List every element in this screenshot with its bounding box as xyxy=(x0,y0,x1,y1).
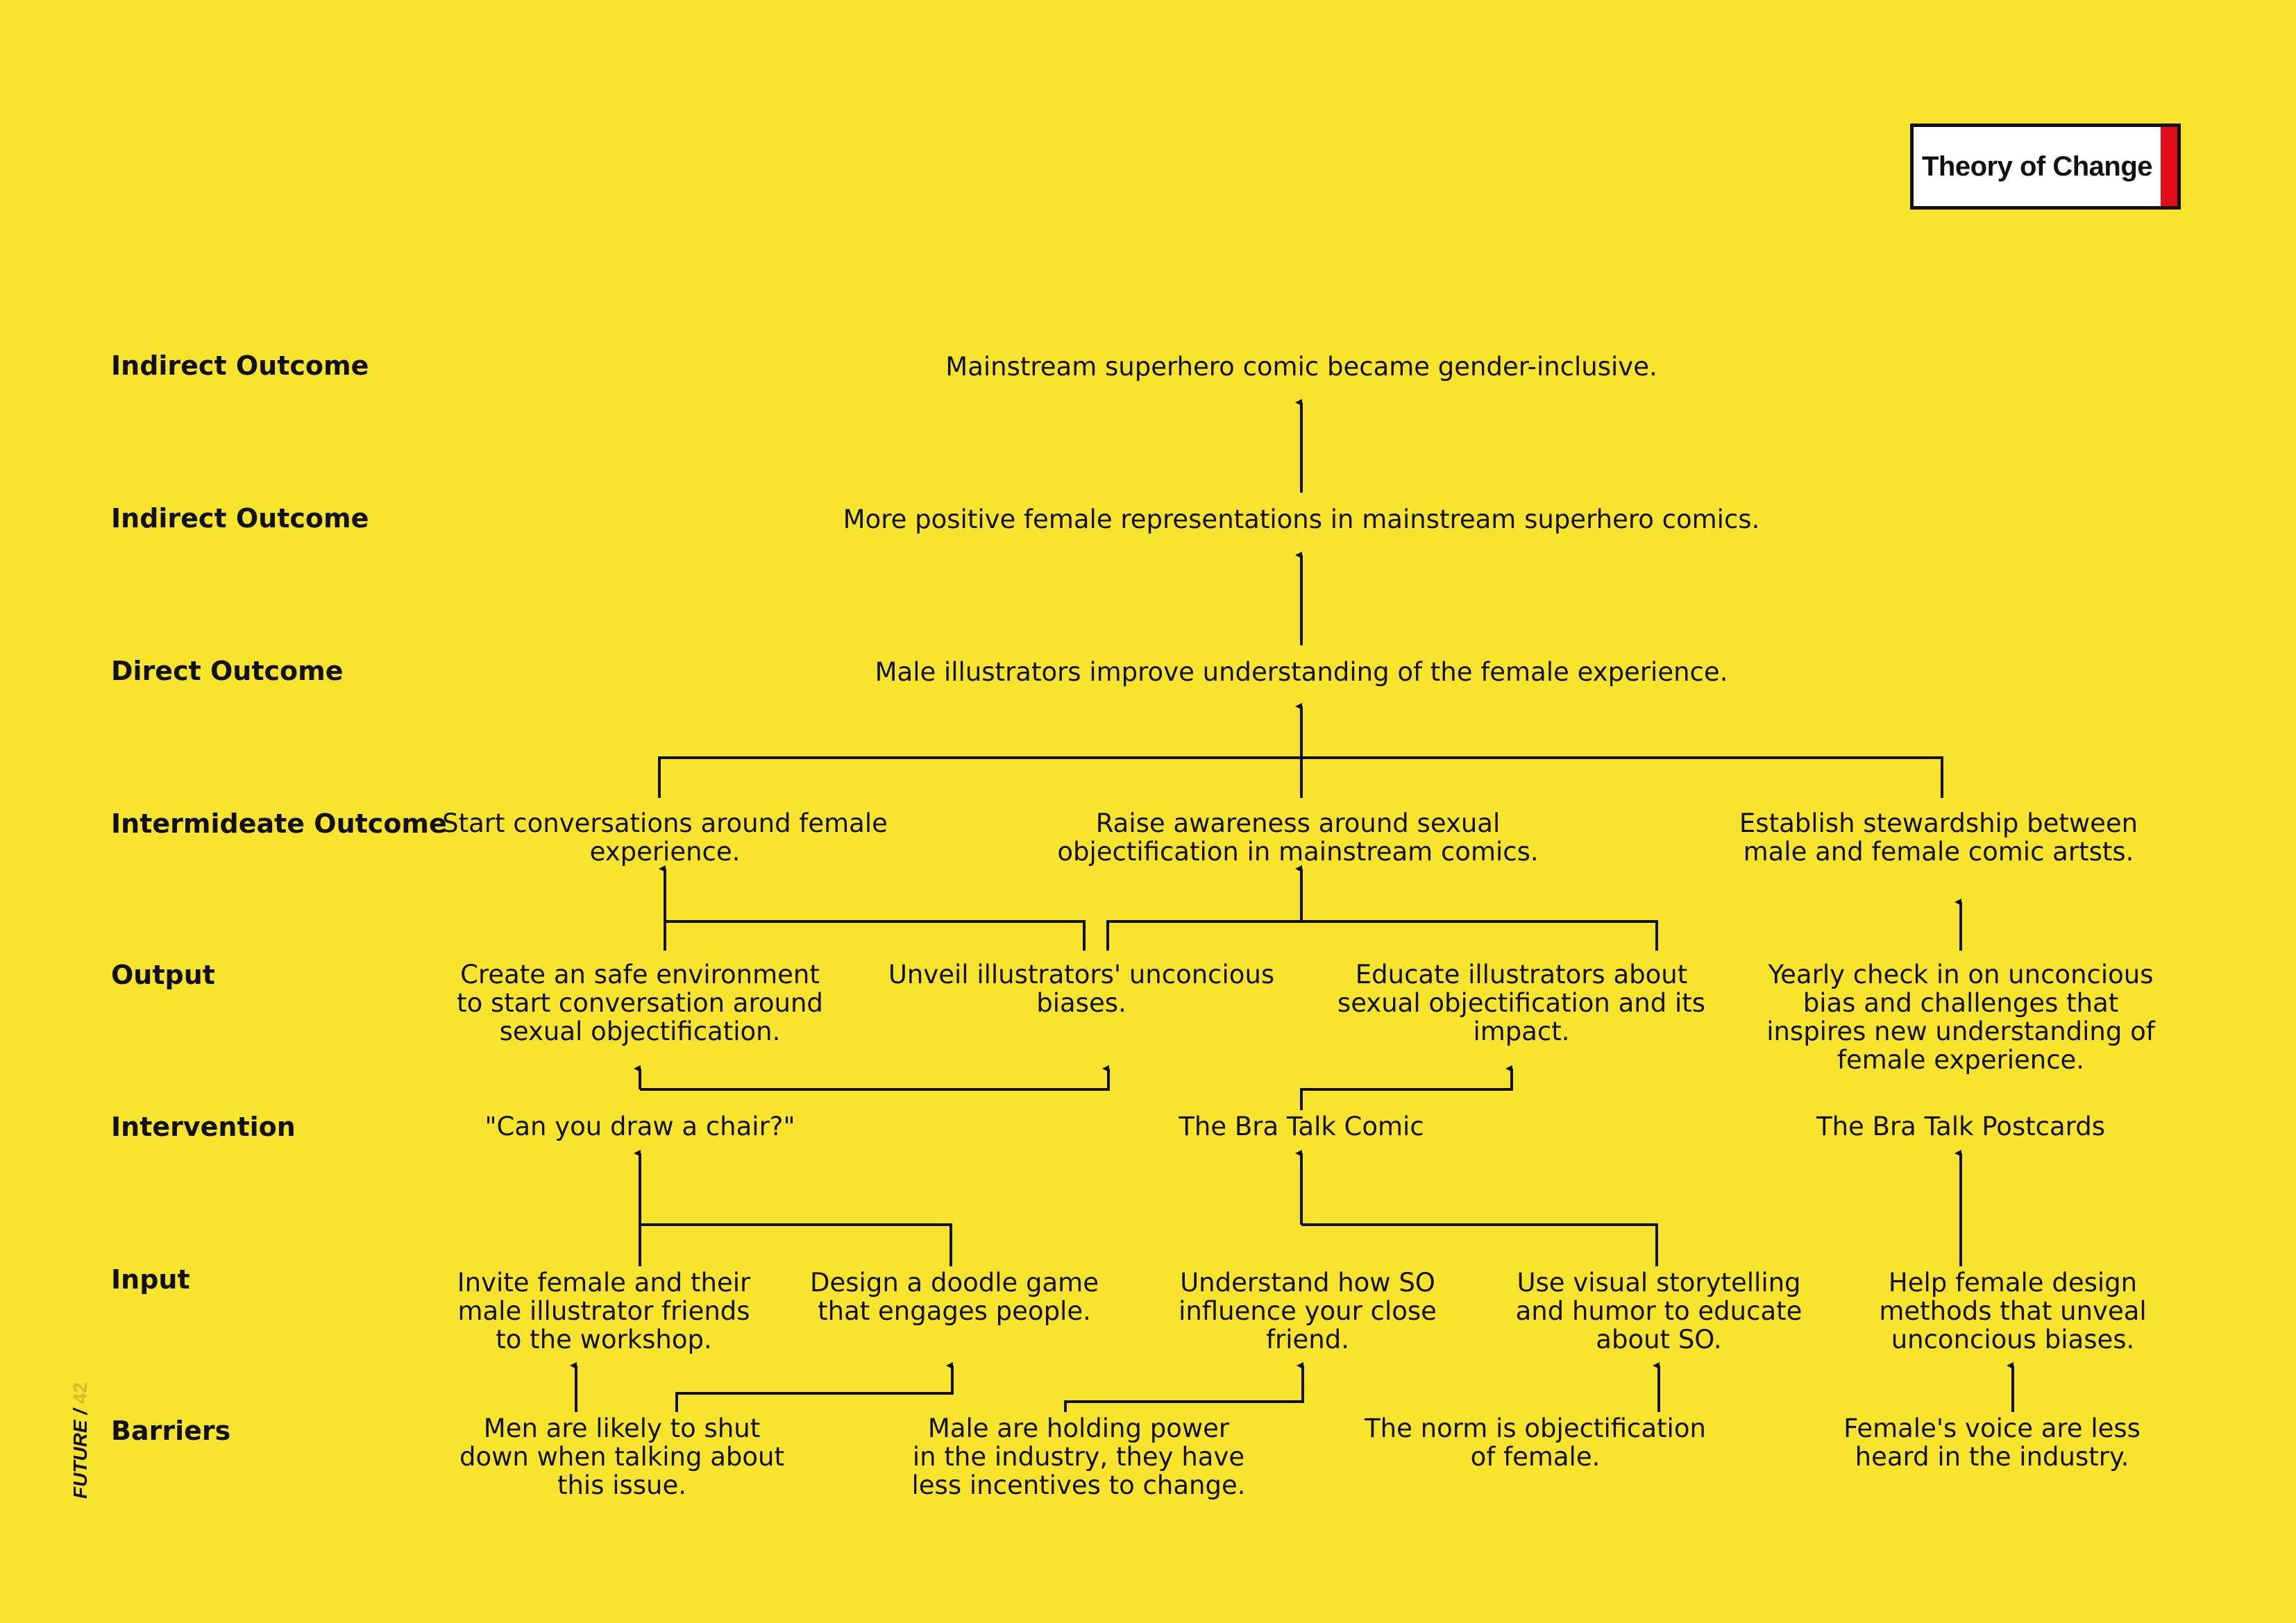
theory-of-change-badge: Theory of Change xyxy=(1910,124,2181,210)
bracket-input-to-intervention1 xyxy=(639,1223,952,1266)
row-label-indirect-outcome-2: Indirect Outcome xyxy=(111,350,369,381)
node-output-3: Educate illustrators about sexual object… xyxy=(1337,960,1706,1046)
row-label-intermediate-outcome: Intermideate Outcome xyxy=(111,808,447,839)
node-intervention-2: The Bra Talk Comic xyxy=(1179,1112,1424,1141)
node-input-5: Help female design methods that unveal u… xyxy=(1879,1268,2147,1354)
node-barrier-3: The norm is objectification of female. xyxy=(1365,1413,1706,1472)
node-direct-outcome: Male illustrators improve understanding … xyxy=(875,657,1728,687)
bracket-output-to-intermediate1 xyxy=(664,920,1086,951)
node-intermediate-2: Raise awareness around sexual objectific… xyxy=(1057,808,1539,867)
row-label-intervention: Intervention xyxy=(111,1112,296,1142)
node-output-4: Yearly check in on unconcious bias and c… xyxy=(1766,960,2155,1075)
arrow-intervention1-to-output2 xyxy=(640,1065,1110,1091)
bracket-input-to-intervention2 xyxy=(1301,1223,1658,1266)
node-barrier-4: Female's voice are less heard in the ind… xyxy=(1843,1413,2141,1472)
node-intermediate-1: Start conversations around female experi… xyxy=(442,808,888,867)
node-intermediate-3: Establish stewardship between male and f… xyxy=(1739,808,2138,867)
node-intervention-1: "Can you draw a chair?" xyxy=(484,1112,795,1141)
node-indirect-outcome-2: Mainstream superhero comic became gender… xyxy=(945,352,1657,382)
footer-page-number: 42 xyxy=(69,1382,91,1404)
row-label-direct-outcome: Direct Outcome xyxy=(111,656,344,686)
node-barrier-2: Male are holding power in the industry, … xyxy=(911,1413,1246,1500)
node-intervention-3: The Bra Talk Postcards xyxy=(1816,1112,2105,1141)
arrow-barrier2-to-input3 xyxy=(1064,1362,1304,1412)
node-output-1: Create an safe environment to start conv… xyxy=(457,960,823,1046)
row-label-input: Input xyxy=(111,1264,190,1295)
row-label-indirect-outcome-1: Indirect Outcome xyxy=(111,503,369,534)
row-label-barriers: Barriers xyxy=(111,1416,231,1446)
node-input-2: Design a doodle game that engages people… xyxy=(810,1268,1099,1326)
arrow-intervention2-to-output3 xyxy=(1300,1065,1513,1110)
node-input-4: Use visual storytelling and humor to edu… xyxy=(1515,1268,1803,1354)
badge-red-stripe xyxy=(2161,127,2177,206)
arrow-barrier1-to-input2 xyxy=(675,1362,954,1412)
node-input-3: Understand how SO influence your close f… xyxy=(1179,1268,1437,1354)
footer-section: FUTURE xyxy=(69,1420,91,1499)
node-indirect-outcome-1: More positive female representations in … xyxy=(843,504,1760,534)
page-footer: FUTURE / 42 xyxy=(69,1382,92,1499)
bracket-output-to-intermediate2 xyxy=(1106,920,1658,951)
row-label-output: Output xyxy=(111,960,215,990)
badge-title: Theory of Change xyxy=(1921,151,2153,182)
node-barrier-1: Men are likely to shut down when talking… xyxy=(459,1413,784,1500)
node-input-1: Invite female and their male illustrator… xyxy=(457,1268,751,1354)
footer-separator: / xyxy=(69,1409,91,1415)
node-output-2: Unveil illustrators' unconcious biases. xyxy=(888,960,1275,1018)
